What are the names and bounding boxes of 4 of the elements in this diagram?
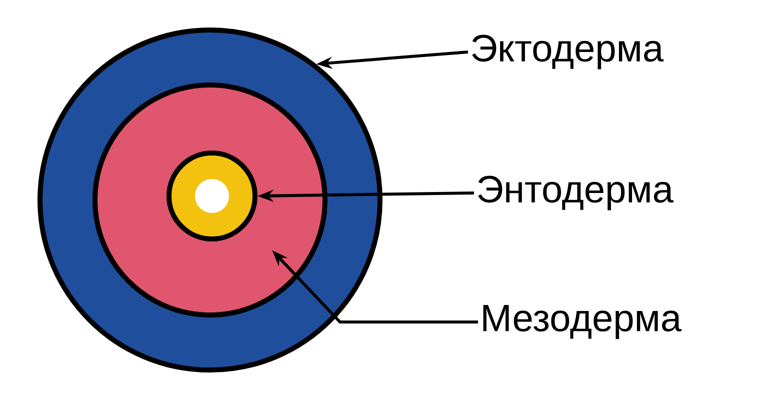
inner-ring	[166, 150, 258, 242]
layer-label: Мезодерма	[483, 305, 682, 340]
layer-label: Энтодерма	[478, 176, 674, 210]
layer-label: Эктодерма	[472, 34, 664, 70]
